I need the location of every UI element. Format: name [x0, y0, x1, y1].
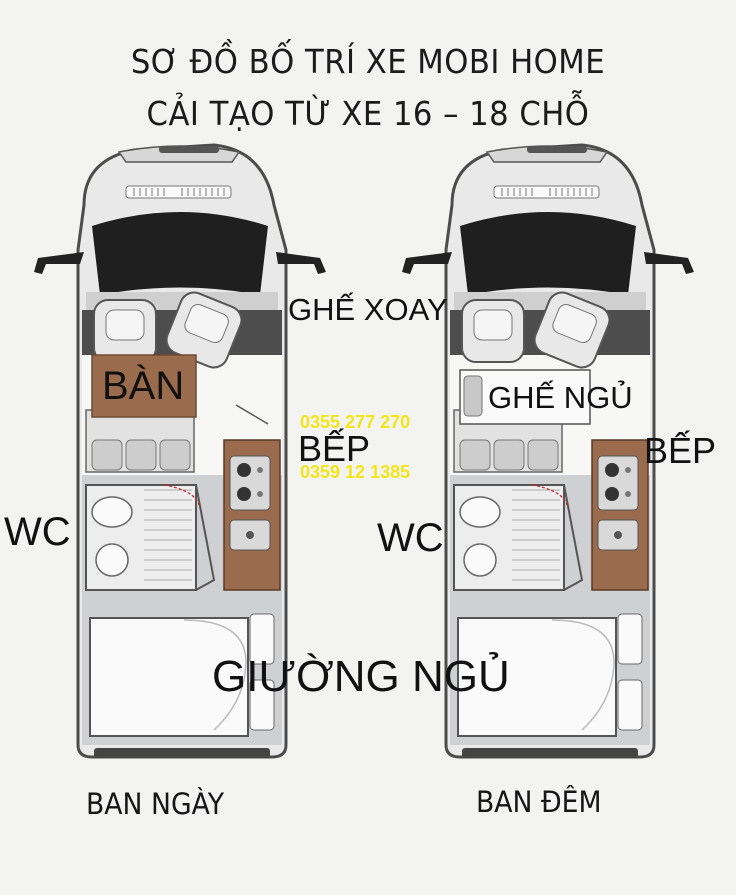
phone-number-2: 0359 12 1385	[300, 462, 411, 482]
label-sleeper-seat: GHẾ NGỦ	[488, 380, 633, 415]
diagram-title-line1: SƠ ĐỒ BỐ TRÍ XE MOBI HOME	[130, 42, 606, 81]
label-bed: GIƯỜNG NGỦ	[212, 652, 510, 701]
sleeper-pillow	[463, 375, 483, 417]
label-wc-day: WC	[4, 510, 71, 554]
label-wc-night: WC	[377, 516, 444, 560]
diagram-title-line2: CẢI TẠO TỪ XE 16 – 18 CHỖ	[146, 94, 590, 133]
label-table: BÀN	[102, 364, 185, 408]
label-kitchen-day: BẾP	[298, 428, 371, 469]
caption-day: BAN NGÀY	[86, 787, 225, 821]
table-hinge	[235, 404, 269, 425]
caption-night: BAN ĐÊM	[476, 785, 602, 819]
label-swivel-seat: GHẾ XOAY	[288, 292, 448, 327]
phone-number-1: 0355 277 270	[300, 412, 411, 432]
label-kitchen-night: BẾP	[644, 430, 717, 471]
table-shape	[91, 354, 197, 418]
